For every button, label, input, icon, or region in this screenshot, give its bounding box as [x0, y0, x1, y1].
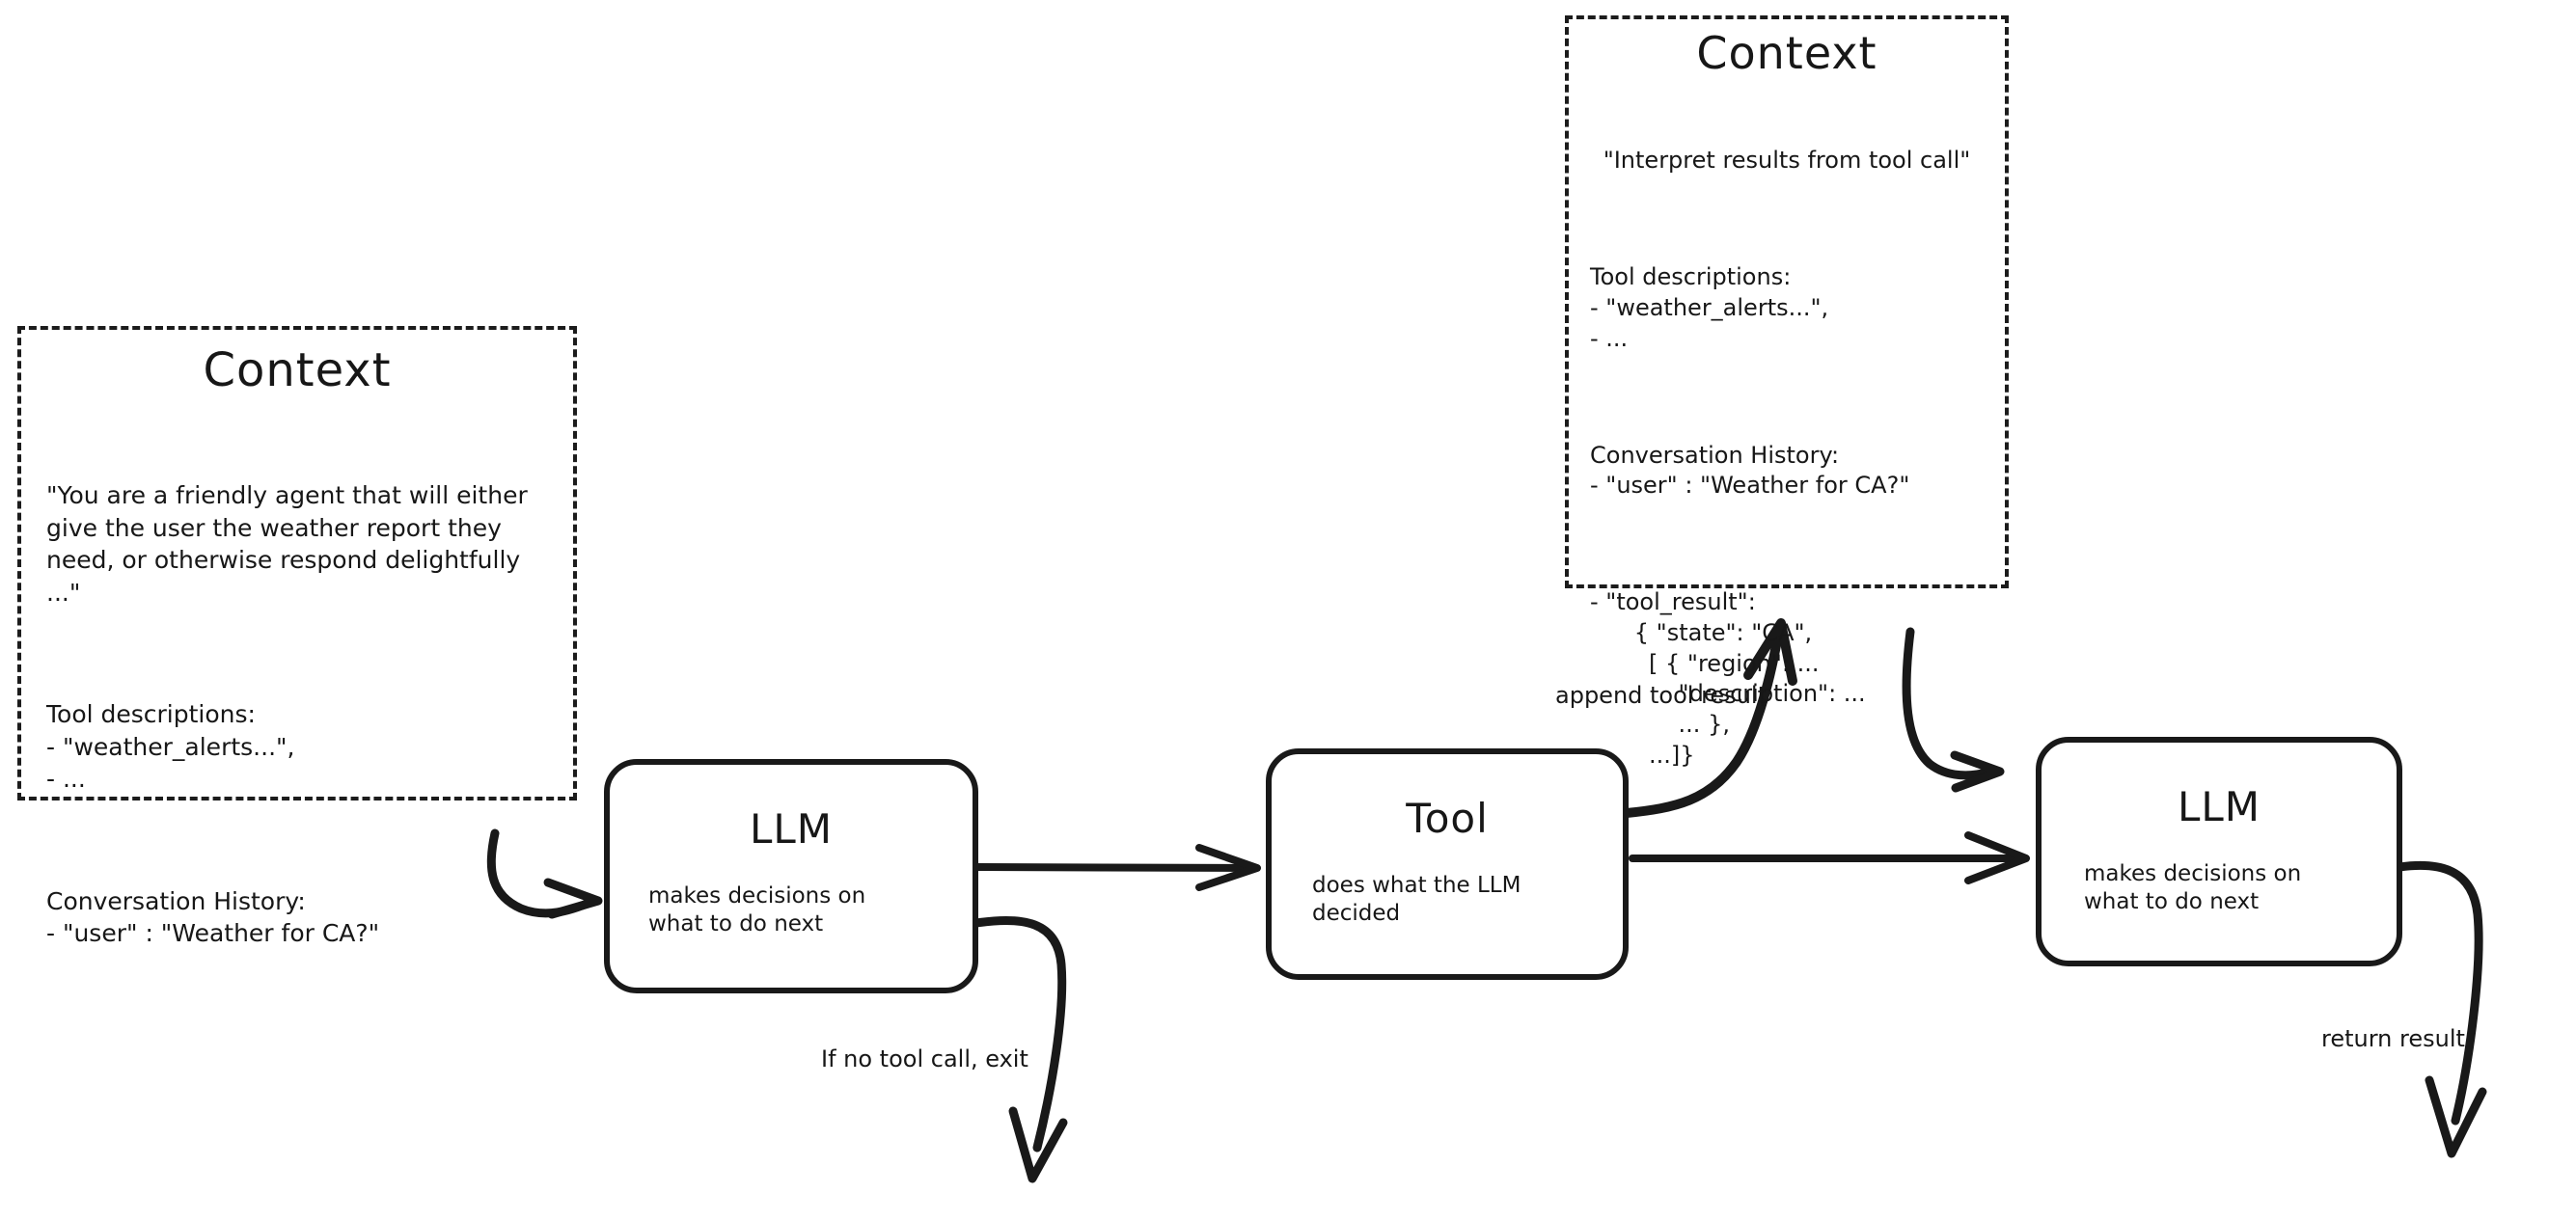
tool-descriptions-text: Tool descriptions: - "weather_alerts..."…	[46, 700, 295, 793]
conversation-history-text: Conversation History: - "user" : "Weathe…	[46, 886, 380, 948]
node-llm-first-subtitle: makes decisions on what to do next	[648, 883, 866, 937]
edge-label-return-result: return result	[2321, 1025, 2465, 1052]
edge-label-append-tool-result: append tool result	[1555, 682, 1767, 709]
context-panel-initial-title: Context	[203, 343, 392, 397]
edge-tool-to-llm-2	[1629, 831, 2030, 884]
context-panel-initial-body: "You are a friendly agent that will eith…	[21, 397, 573, 1015]
edge-label-if-no-tool-call-exit: If no tool call, exit	[821, 1045, 1028, 1072]
node-llm-second[interactable]: LLM makes decisions on what to do next	[2036, 737, 2402, 966]
context-panel-after-tool-title: Context	[1696, 27, 1877, 79]
system-prompt-text: "You are a friendly agent that will eith…	[46, 481, 535, 607]
edge-llm-1-to-tool	[968, 844, 1261, 891]
node-llm-second-subtitle: makes decisions on what to do next	[2084, 861, 2302, 915]
edge-llm-2-to-return	[2395, 860, 2487, 1158]
node-tool[interactable]: Tool does what the LLM decided	[1266, 748, 1629, 980]
context-panel-initial: Context "You are a friendly agent that w…	[17, 326, 577, 947]
node-tool-title: Tool	[1406, 795, 1489, 842]
tool-descriptions-text-2: Tool descriptions: - "weather_alerts..."…	[1590, 263, 1829, 352]
tool-result-text: - "tool_result": { "state": "CA", [ { "r…	[1590, 588, 1866, 769]
node-llm-first[interactable]: LLM makes decisions on what to do next	[604, 759, 978, 993]
context-panel-after-tool: Context "Interpret results from tool cal…	[1565, 15, 2009, 769]
node-tool-subtitle: does what the LLM decided	[1312, 873, 1521, 927]
node-llm-first-title: LLM	[749, 805, 834, 853]
node-llm-second-title: LLM	[2177, 783, 2261, 830]
interpret-results-text: "Interpret results from tool call"	[1603, 147, 1971, 175]
conversation-history-text-2: Conversation History: - "user" : "Weathe…	[1590, 441, 1910, 500]
context-panel-after-tool-body: "Interpret results from tool call" Tool …	[1569, 79, 2005, 832]
